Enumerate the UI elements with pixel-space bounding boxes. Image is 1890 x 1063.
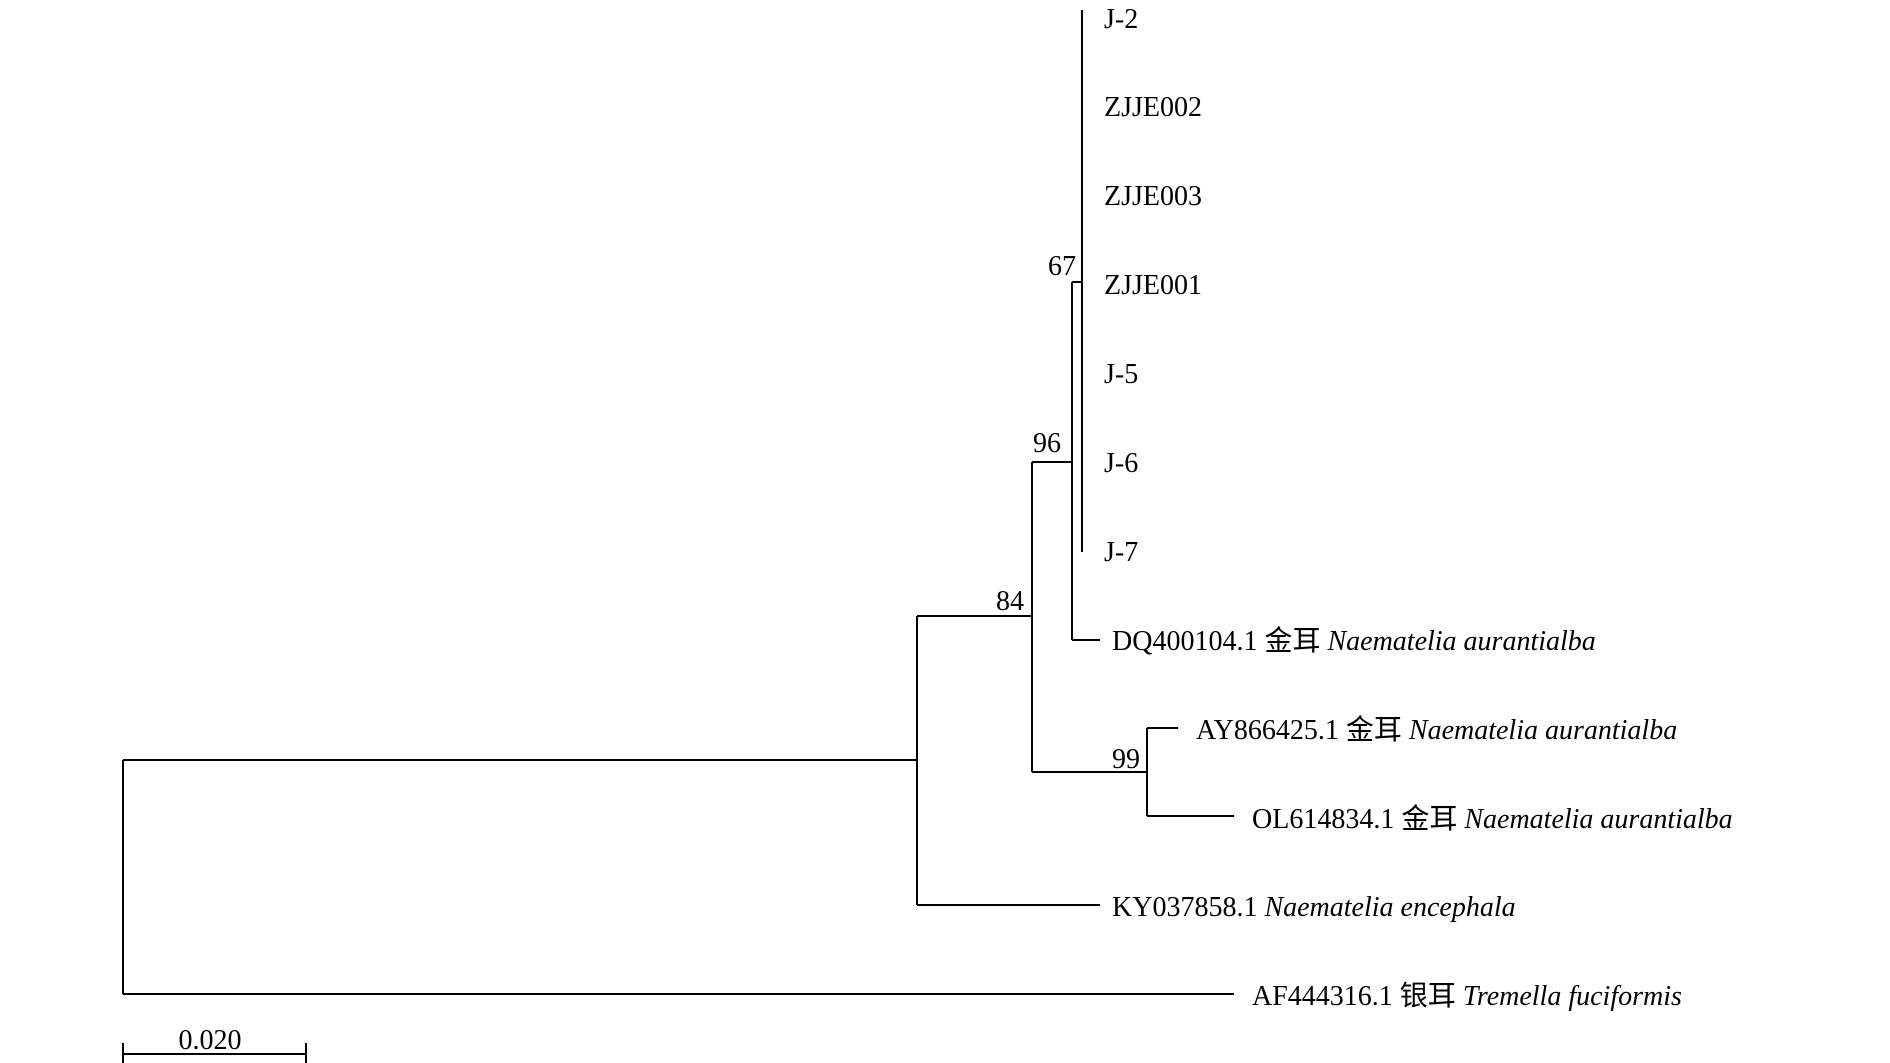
leaf-label-zjje003: ZJJE003: [1104, 181, 1202, 212]
leaf-accession: KY037858.1: [1112, 892, 1257, 923]
leaf-accession: ZJJE003: [1104, 181, 1202, 212]
leaf-chinese-name: 金耳: [1401, 803, 1457, 835]
scale-bar-label: 0.020: [179, 1025, 242, 1056]
leaf-chinese-name: 银耳: [1400, 980, 1456, 1012]
leaf-chinese-name: 金耳: [1346, 714, 1402, 746]
leaf-label-ol614834: OL614834.1 金耳 Naematelia aurantialba: [1252, 803, 1733, 835]
leaf-accession: J-7: [1104, 537, 1138, 568]
leaf-accession: AY866425.1: [1196, 715, 1339, 746]
leaf-label-af444316: AF444316.1 银耳 Tremella fuciformis: [1252, 980, 1682, 1012]
scale-bar: 0.020: [122, 1025, 307, 1063]
leaf-accession: J-5: [1104, 359, 1138, 390]
bootstrap-label-99: 99: [1112, 744, 1140, 775]
leaf-species: Tremella fuciformis: [1463, 981, 1682, 1012]
leaf-label-j2: J-2: [1104, 4, 1138, 35]
leaf-label-zjje002: ZJJE002: [1104, 92, 1202, 123]
leaf-accession: DQ400104.1: [1112, 626, 1257, 657]
leaf-label-j6: J-6: [1104, 448, 1138, 479]
leaf-label-j5: J-5: [1104, 359, 1138, 390]
leaf-species: Naematelia aurantialba: [1463, 804, 1732, 835]
leaf-species: Naematelia encephala: [1263, 892, 1515, 923]
leaf-label-ay866425: AY866425.1 金耳 Naematelia aurantialba: [1196, 714, 1677, 746]
leaf-species: Naematelia aurantialba: [1326, 626, 1595, 657]
bootstrap-label-67: 67: [1048, 251, 1076, 282]
leaf-accession: ZJJE001: [1104, 270, 1202, 301]
leaf-accession: OL614834.1: [1252, 804, 1394, 835]
leaf-label-zjje001: ZJJE001: [1104, 270, 1202, 301]
leaf-accession: AF444316.1: [1252, 981, 1393, 1012]
leaf-accession: ZJJE002: [1104, 92, 1202, 123]
leaf-label-ky037858: KY037858.1 Naematelia encephala: [1112, 892, 1516, 923]
leaf-accession: J-6: [1104, 448, 1138, 479]
leaf-chinese-name: 金耳: [1264, 625, 1320, 657]
leaf-accession: J-2: [1104, 4, 1138, 35]
leaf-label-j7: J-7: [1104, 537, 1138, 568]
bootstrap-label-84: 84: [996, 586, 1024, 617]
bootstrap-label-96: 96: [1033, 428, 1061, 459]
leaf-species: Naematelia aurantialba: [1408, 715, 1677, 746]
leaf-label-dq400104: DQ400104.1 金耳 Naematelia aurantialba: [1112, 625, 1596, 657]
